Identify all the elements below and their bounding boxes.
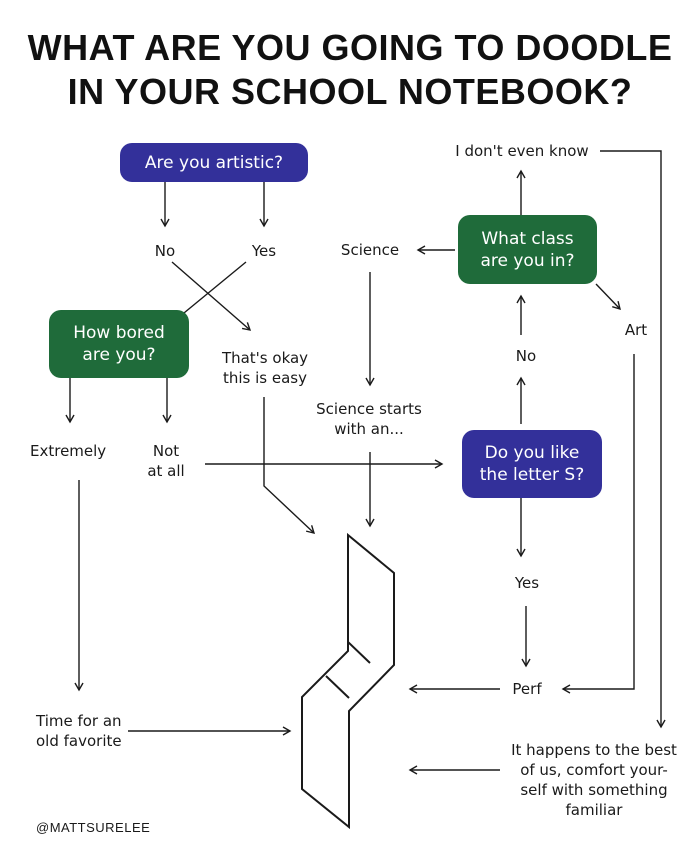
label-best-line-1: It happens to the best <box>511 741 677 759</box>
node-bored-line-1: How bored <box>73 323 165 343</box>
s-doodle-outline <box>301 532 395 830</box>
node-what-class: What class are you in? <box>458 215 597 284</box>
label-best-line-4: familiar <box>565 801 623 819</box>
node-artistic: Are you artistic? <box>120 143 308 182</box>
label-yes-letter: Yes <box>514 574 540 592</box>
node-artistic-text: Are you artistic? <box>144 152 284 173</box>
label-no-artistic: No <box>154 242 176 260</box>
node-class-line-1: What class <box>481 228 574 249</box>
label-best-line-2: of us, comfort your- <box>520 761 668 779</box>
label-not-line-1: Not <box>152 442 180 460</box>
node-bored-line-2: are you? <box>82 345 156 365</box>
s-doodle-bottom-stroke <box>325 675 350 699</box>
label-best-line-3: self with something <box>520 781 668 799</box>
label-favorite-line-2: old favorite <box>36 732 122 750</box>
label-science: Science <box>340 241 400 259</box>
arrow-class-art <box>595 283 621 311</box>
node-letter-line-2: the letter S? <box>479 465 585 485</box>
label-no-letter: No <box>515 347 537 365</box>
label-art: Art <box>624 321 648 339</box>
label-extremely: Extremely <box>30 442 107 460</box>
title-line-2: IN YOUR SCHOOL NOTEBOOK? <box>67 71 633 112</box>
author-credit: @MATTSURELEE <box>36 820 151 835</box>
arrow-okay-s <box>263 397 316 534</box>
label-perf: Perf <box>512 680 542 698</box>
label-favorite-line-1: Time for an <box>36 712 122 730</box>
label-dont-know: I don't even know <box>455 142 589 160</box>
s-doodle-top-stroke <box>347 591 371 664</box>
arrow-art-perf <box>561 354 635 694</box>
label-yes-artistic: Yes <box>251 242 277 260</box>
label-okay-line-1: That's okay <box>221 349 309 367</box>
node-letter-s: Do you like the letter S? <box>462 430 602 498</box>
arrow-dontknow-best <box>600 150 666 729</box>
arrow-yes-to-bored <box>171 261 247 323</box>
node-letter-line-1: Do you like <box>484 443 580 463</box>
s-doodle <box>301 532 395 830</box>
title-line-1: WHAT ARE YOU GOING TO DOODLE <box>27 27 673 68</box>
arrow-no-to-okay <box>171 261 252 331</box>
node-how-bored: How bored are you? <box>49 310 189 378</box>
label-not-line-2: at all <box>147 462 185 480</box>
node-class-line-2: are you in? <box>480 250 575 271</box>
label-science-starts-line-2: with an... <box>334 420 404 438</box>
label-okay-line-2: this is easy <box>222 369 307 387</box>
label-science-starts-line-1: Science starts <box>316 400 422 418</box>
